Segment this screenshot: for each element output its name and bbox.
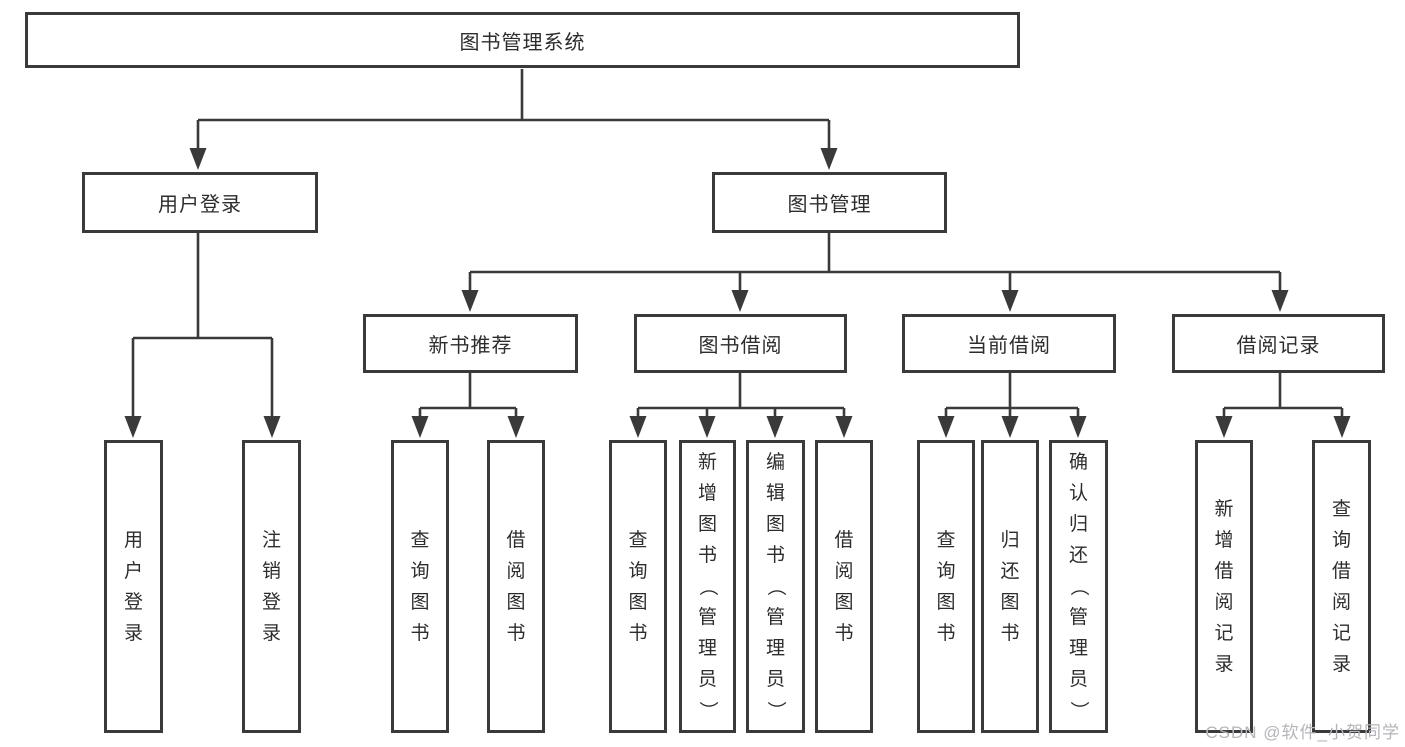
node-label: 借阅记录 xyxy=(1236,335,1321,357)
node-library-management-system: 图书管理系统 xyxy=(25,12,1020,68)
node-book-borrowing: 图书借阅 xyxy=(634,314,847,373)
node-label: 图书管理系统 xyxy=(459,31,586,54)
leaf-edit-books-admin: 编辑图书（管理员） xyxy=(746,440,805,733)
node-label: 用户登录 xyxy=(158,194,242,216)
csdn-watermark: CSDN @软件_小贺同学 xyxy=(1205,723,1400,742)
leaf-query-borrow-record: 查询借阅记录 xyxy=(1312,440,1371,733)
leaf-borrow-books-2: 借阅图书 xyxy=(815,440,873,733)
leaf-add-books-admin: 新增图书（管理员） xyxy=(679,440,736,733)
node-borrowing-records: 借阅记录 xyxy=(1172,314,1385,373)
leaf-return-books: 归还图书 xyxy=(981,440,1039,733)
node-current-borrowing: 当前借阅 xyxy=(902,314,1116,373)
node-new-book-recommendation: 新书推荐 xyxy=(363,314,578,373)
leaf-borrow-books-1: 借阅图书 xyxy=(487,440,545,733)
node-book-management: 图书管理 xyxy=(712,172,947,233)
leaf-query-books-1: 查询图书 xyxy=(391,440,449,733)
node-user-login: 用户登录 xyxy=(82,172,318,233)
node-label: 新书推荐 xyxy=(428,335,513,357)
leaf-query-books-2: 查询图书 xyxy=(609,440,667,733)
node-label: 图书借阅 xyxy=(698,335,783,357)
leaf-query-books-3: 查询图书 xyxy=(917,440,975,733)
leaf-add-borrow-record: 新增借阅记录 xyxy=(1195,440,1253,733)
leaf-confirm-return-admin: 确认归还（管理员） xyxy=(1049,440,1108,733)
leaf-user-login: 用户登录 xyxy=(104,440,163,733)
leaf-logout: 注销登录 xyxy=(242,440,301,733)
node-label: 图书管理 xyxy=(787,194,872,216)
node-label: 当前借阅 xyxy=(967,335,1051,357)
